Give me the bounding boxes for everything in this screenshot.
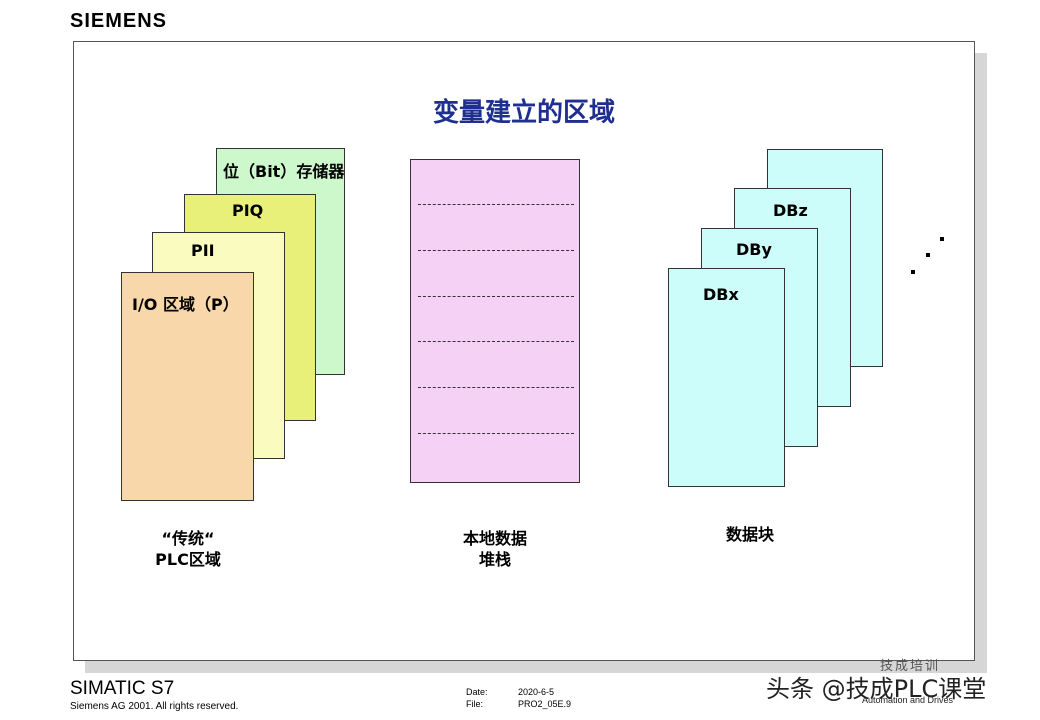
db-card-dbz-label: DBz — [773, 201, 808, 220]
watermark-top-fragment: 技成培训 — [880, 658, 941, 673]
automation-drives: Automation and Drives — [862, 695, 954, 705]
plc-caption-line2: PLC区域 — [155, 550, 221, 569]
stack-separator — [418, 341, 574, 342]
plc-caption-line1: “传统“ — [161, 529, 215, 548]
file-label: File: — [466, 699, 484, 709]
stack-separator — [418, 296, 574, 297]
plc-card-bit-memory-label: 位（Bit）存储器 — [223, 162, 345, 181]
plc-card-io-area: I/O 区域（P） — [121, 272, 254, 501]
plc-caption: “传统“ PLC区域 — [120, 528, 256, 570]
file-value: PRO2_05E.9 — [518, 699, 572, 709]
local-stack-caption-line1: 本地数据 — [462, 529, 527, 548]
local-data-stack — [410, 159, 580, 483]
ellipsis-dot — [911, 270, 915, 274]
product-name: SIMATIC S7 — [70, 678, 175, 699]
db-caption: 数据块 — [700, 524, 800, 545]
copyright: Siemens AG 2001. All rights reserved. — [70, 701, 239, 712]
db-caption-text: 数据块 — [725, 525, 774, 544]
db-card-dby-label: DBy — [736, 240, 772, 259]
watermark-text: 头条 @技成PLC课堂 — [766, 675, 987, 703]
footer-date: Date: 2020-6-5 — [466, 687, 554, 697]
brand-logo: SIEMENS — [70, 10, 168, 32]
date-value: 2020-6-5 — [518, 687, 555, 697]
local-stack-caption-line2: 堆栈 — [478, 550, 511, 569]
db-card-dbx: DBx — [668, 268, 785, 487]
local-stack-caption: 本地数据 堆栈 — [430, 528, 560, 570]
ellipsis-dot — [940, 237, 944, 241]
plc-card-piq-label: PIQ — [232, 201, 264, 220]
footer-file: File: PRO2_05E.9 — [466, 699, 571, 709]
ellipsis-dot — [926, 253, 930, 257]
stack-separator — [418, 204, 574, 205]
stack-separator — [418, 387, 574, 388]
stack-separator — [418, 433, 574, 434]
plc-card-io-area-label: I/O 区域（P） — [132, 295, 239, 314]
plc-card-pii-label: PII — [191, 241, 215, 260]
date-label: Date: — [466, 687, 488, 697]
slide-title: 变量建立的区域 — [432, 98, 615, 128]
db-card-dbx-label: DBx — [703, 285, 739, 304]
stack-separator — [418, 250, 574, 251]
